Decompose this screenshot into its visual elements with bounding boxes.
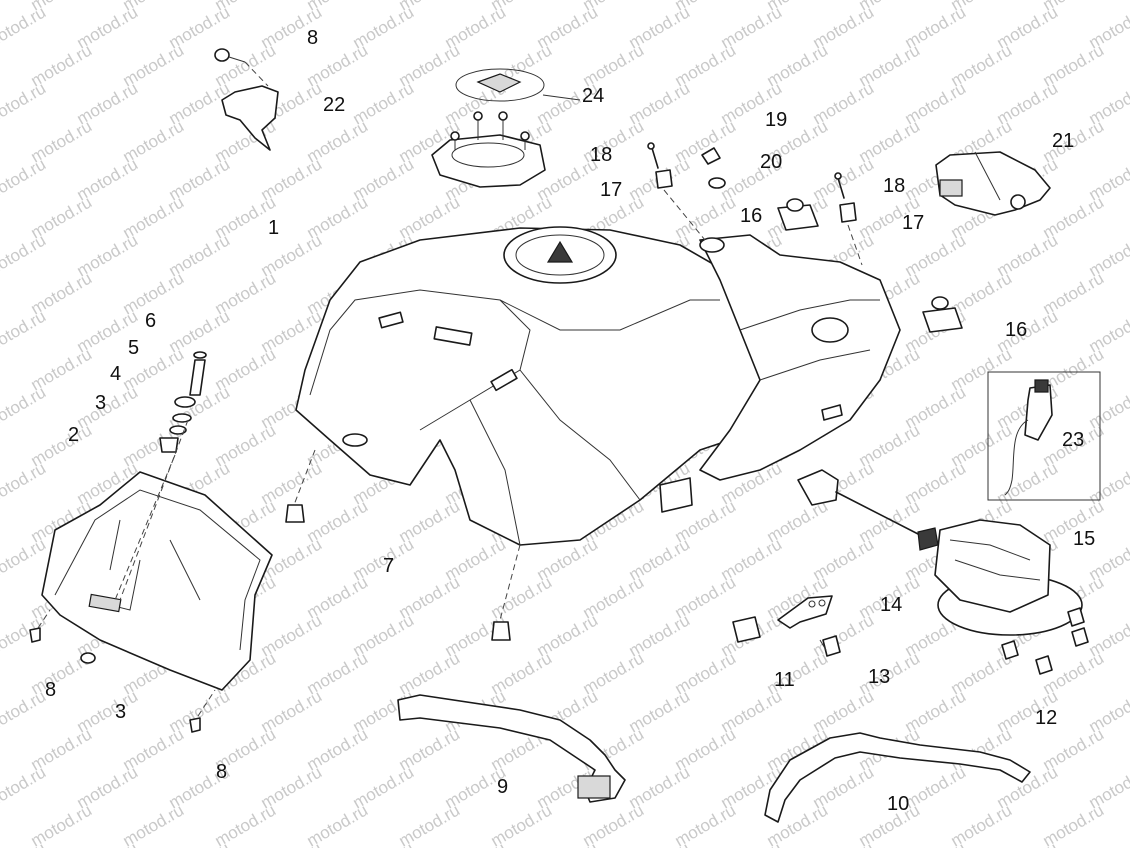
fuel-cap-assembly xyxy=(431,68,581,188)
callout-20: 20 xyxy=(760,151,783,173)
callout-15: 15 xyxy=(1073,528,1096,550)
callout-21: 21 xyxy=(1052,130,1075,152)
flange-screws xyxy=(1001,607,1089,675)
callout-3-bottom: 3 xyxy=(115,701,127,723)
callout-10: 10 xyxy=(887,793,910,815)
callout-4: 4 xyxy=(110,363,122,385)
callout-12: 12 xyxy=(1035,707,1058,729)
screen-fasteners xyxy=(114,351,207,601)
sensor-module xyxy=(935,151,1051,216)
callout-13: 13 xyxy=(868,666,891,688)
callout-1: 1 xyxy=(268,217,280,239)
callout-17-left: 17 xyxy=(600,179,623,201)
fuel-tank xyxy=(295,226,791,546)
callout-18-right: 18 xyxy=(883,175,906,197)
callout-7: 7 xyxy=(383,555,395,577)
mount-clip-plate xyxy=(732,595,841,657)
callout-8-top: 8 xyxy=(307,27,319,49)
callout-9: 9 xyxy=(497,776,509,798)
fuel-pump-assembly xyxy=(797,469,1083,636)
callout-5: 5 xyxy=(128,337,140,359)
callout-18-left: 18 xyxy=(590,144,613,166)
tank-lower-frame xyxy=(659,234,901,513)
callout-11: 11 xyxy=(774,669,795,691)
callout-23: 23 xyxy=(1062,429,1085,451)
fuel-pump-detail-box xyxy=(987,371,1101,501)
callout-22: 22 xyxy=(323,94,346,116)
windscreen xyxy=(41,471,273,691)
callout-2: 2 xyxy=(68,424,80,446)
callout-3: 3 xyxy=(95,392,107,414)
bracket xyxy=(214,48,279,151)
fuel-hose-10 xyxy=(764,732,1031,823)
fuel-hose-9 xyxy=(397,694,626,803)
tank-grommets xyxy=(285,449,521,641)
callout-8-left: 8 xyxy=(45,679,57,701)
callout-24: 24 xyxy=(582,85,605,107)
callout-16-top: 16 xyxy=(740,205,763,227)
screen-screws xyxy=(29,609,216,733)
callout-14: 14 xyxy=(880,594,903,616)
callout-19: 19 xyxy=(765,109,788,131)
callout-6: 6 xyxy=(145,310,157,332)
tank-mount-hardware xyxy=(647,142,963,333)
callout-17-right: 17 xyxy=(902,212,925,234)
callout-16-right: 16 xyxy=(1005,319,1028,341)
callout-8-bottom: 8 xyxy=(216,761,228,783)
